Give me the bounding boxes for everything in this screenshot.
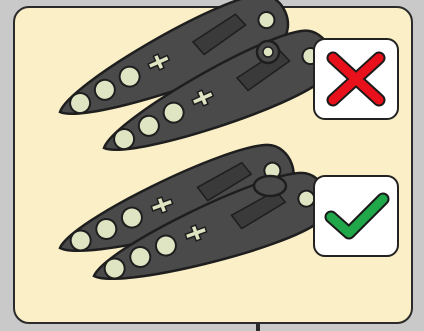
wrong-assembly-illustration	[47, 0, 341, 176]
correct-indicator	[313, 175, 399, 257]
right-assembly-illustration	[49, 135, 336, 305]
green-check-icon	[315, 177, 397, 255]
red-x-icon	[315, 40, 397, 118]
incorrect-indicator	[313, 38, 399, 120]
